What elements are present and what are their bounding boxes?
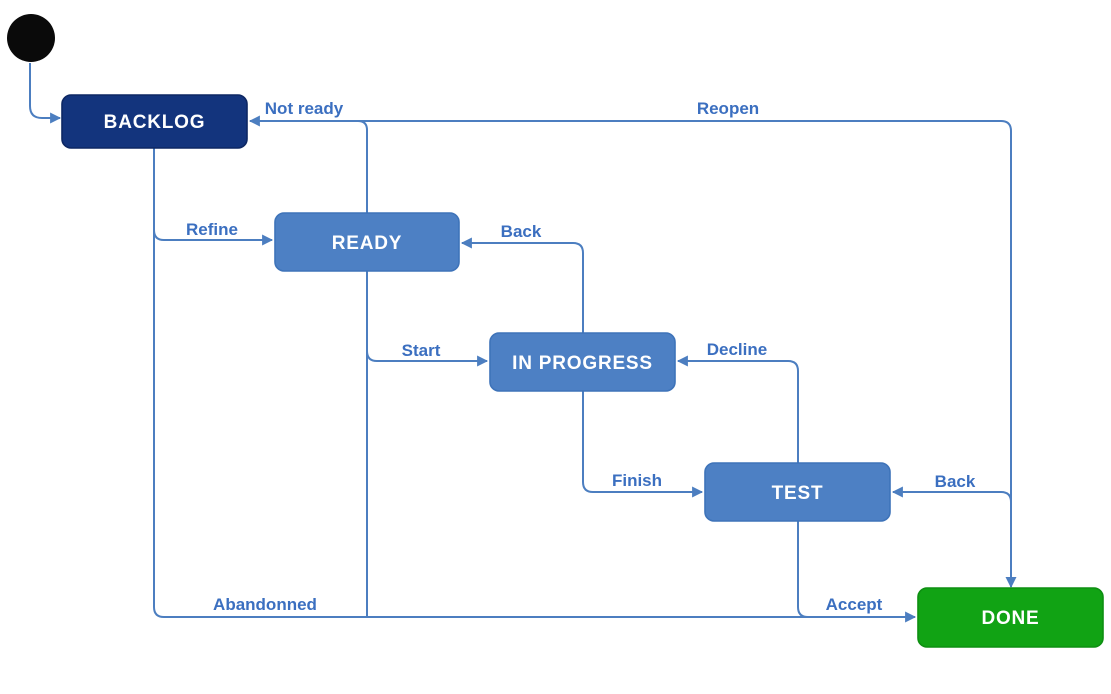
initial-state-dot	[7, 14, 55, 62]
edge-decline	[676, 355, 799, 463]
edge-label-decline: Decline	[707, 340, 767, 359]
state-in-progress-label: IN PROGRESS	[512, 353, 653, 374]
edge-label-back-to-ready: Back	[501, 222, 542, 241]
state-in-progress-box	[489, 332, 676, 392]
state-in-progress: IN PROGRESS	[489, 332, 676, 392]
edge-label-start: Start	[402, 341, 441, 360]
edge-back-to-ready	[460, 237, 584, 333]
edge-abandonned	[153, 148, 917, 623]
state-test: TEST	[704, 462, 891, 522]
edge-accept-join	[797, 521, 830, 618]
edge-label-finish: Finish	[612, 471, 662, 490]
arrowhead-into-done-top	[1005, 577, 1017, 588]
state-ready: READY	[274, 212, 460, 272]
state-done: DONE	[917, 587, 1104, 648]
edge-not-ready-join	[350, 120, 368, 213]
edge-initial-to-backlog	[29, 63, 62, 124]
edge-label-refine: Refine	[186, 220, 238, 239]
state-ready-label: READY	[332, 233, 403, 254]
state-done-label: DONE	[981, 608, 1039, 629]
edge-finish	[582, 391, 704, 498]
edge-label-abandonned: Abandonned	[213, 595, 317, 614]
edge-reopen	[248, 115, 1012, 587]
edge-back-to-test	[891, 486, 1012, 587]
state-test-label: TEST	[772, 483, 824, 504]
edge-label-back-to-test: Back	[935, 472, 976, 491]
state-backlog-box	[61, 94, 248, 149]
edge-start	[366, 271, 489, 367]
state-ready-box	[274, 212, 460, 272]
edge-label-not-ready: Not ready	[265, 99, 344, 118]
state-done-box	[917, 587, 1104, 648]
edge-label-accept: Accept	[826, 595, 883, 614]
state-backlog-label: BACKLOG	[104, 112, 206, 133]
state-backlog: BACKLOG	[61, 94, 248, 149]
edge-label-reopen: Reopen	[697, 99, 759, 118]
state-test-box	[704, 462, 891, 522]
